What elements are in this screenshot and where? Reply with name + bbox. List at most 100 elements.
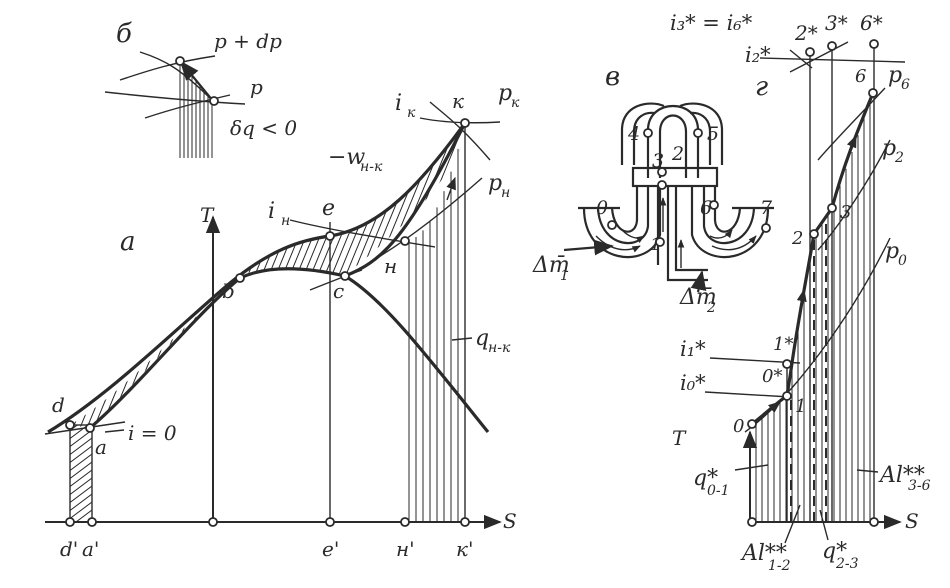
label-dm1-sub: 1 <box>560 268 569 284</box>
leader-al36 <box>856 469 879 473</box>
label-p2-sub: 2 <box>894 150 904 166</box>
node-3 <box>657 180 667 190</box>
g-point-3star <box>827 41 837 51</box>
panel-letter-g: г <box>755 72 768 102</box>
leader-q <box>451 337 473 341</box>
g-arrow-2 <box>796 288 807 311</box>
qnk-vertical-hatch <box>408 148 459 522</box>
panel-letter-a: а <box>120 227 136 257</box>
label-i0: i₀* <box>680 371 706 395</box>
panel-letter-b: б <box>116 19 132 49</box>
g-point-2 <box>809 229 819 239</box>
label-b: b <box>222 279 235 303</box>
isobar-pk <box>419 117 501 124</box>
tick-label-a: a' <box>82 537 99 561</box>
label-i0: i = 0 <box>128 421 177 445</box>
leader-i0 <box>104 429 125 433</box>
panel-g: г T S i₃* = i₆* i₂* 2* 3* 6* 6 p 6 p 2 p… <box>670 11 931 574</box>
label-i-k: i <box>395 91 402 116</box>
label-p2: p <box>882 136 896 161</box>
label-al12: Al** <box>740 541 787 566</box>
label-i-n-sub: н <box>281 213 290 229</box>
g-point-6 <box>868 88 878 98</box>
label-point-1star: 1* <box>773 334 793 355</box>
isenthalp-b <box>139 51 216 104</box>
g-point-1s <box>782 359 792 369</box>
process-arrow-b <box>179 60 214 102</box>
g-arrow-1 <box>767 401 781 414</box>
node-label-2: 2 <box>671 143 684 165</box>
label-q23: q* <box>822 539 847 564</box>
isobar-c <box>309 269 363 291</box>
label-6star: 6* <box>860 11 883 35</box>
g-axis-label-s: S <box>905 509 919 533</box>
isobar-p2 <box>817 139 891 251</box>
isobar-p0 <box>744 237 891 433</box>
isobar-d <box>44 421 126 435</box>
label-q23-sub: 2-3 <box>835 556 859 572</box>
label-e: e <box>322 196 335 221</box>
point-b <box>235 273 245 283</box>
panel-b-hatch <box>179 62 213 158</box>
label-p-n: p <box>488 171 502 196</box>
label-i3-i6: i₃* = i₆* <box>670 11 753 35</box>
tick-point-e <box>325 517 335 527</box>
label-point-0star: 0* <box>762 366 782 387</box>
node-0 <box>607 220 617 230</box>
label-p0: p <box>885 239 899 264</box>
isobar-p <box>104 91 246 105</box>
line-b-lower <box>144 94 231 119</box>
label-3star: 3* <box>825 11 848 35</box>
axis-label-t: T <box>200 203 215 227</box>
label-i2: i₂* <box>745 43 771 67</box>
point-c <box>340 271 350 281</box>
label-dm2: Δm̄ <box>679 285 717 310</box>
g-arrow-3 <box>846 134 857 151</box>
isobar-top <box>789 41 849 73</box>
g-axis-label-t: T <box>672 426 687 450</box>
label-point-6: 6 <box>855 66 866 87</box>
label-point-0: 0 <box>733 416 744 437</box>
upper-curve <box>47 122 467 434</box>
label-point-2: 2 <box>791 228 803 249</box>
g-origin <box>747 517 757 527</box>
label-w-sub: н-к <box>360 159 383 175</box>
panel-v: в <box>532 62 774 316</box>
lower-curve <box>88 122 467 430</box>
saturation-curve <box>344 274 490 434</box>
label-i-n: i <box>268 199 275 224</box>
node-label-4: 4 <box>627 123 640 145</box>
tick-point-n <box>400 517 410 527</box>
flow-arrow-k <box>446 176 456 201</box>
label-p-b: p <box>250 75 263 99</box>
panel-a: а T S d a b c e н к d' a' e' н' к' i = 0… <box>44 81 520 561</box>
node-2 <box>657 167 667 177</box>
node-label-6: 6 <box>700 197 712 219</box>
label-al12-sub: 1-2 <box>768 558 791 574</box>
leader-q23 <box>819 509 829 541</box>
point-b-lower <box>209 96 219 106</box>
label-w: −w <box>328 145 365 170</box>
isenthalp-in <box>289 219 436 248</box>
label-d: d <box>52 393 65 417</box>
label-point-3: 3 <box>840 202 851 223</box>
tick-point-d <box>65 517 75 527</box>
label-p6-sub: 6 <box>901 77 910 93</box>
panel-b: б p + dp p δq < 0 <box>104 19 297 158</box>
node-label-1: 1 <box>650 235 661 255</box>
label-i-k-sub: к <box>407 105 416 121</box>
label-p6: p <box>888 63 902 88</box>
tick-point-a <box>87 517 97 527</box>
node-label-7: 7 <box>760 197 773 219</box>
g-point-0 <box>747 419 757 429</box>
node-7 <box>761 223 771 233</box>
tick-2star <box>789 49 813 69</box>
point-a <box>85 423 95 433</box>
label-k: к <box>452 89 464 113</box>
label-p-k-sub: к <box>511 95 520 111</box>
g-point-2star <box>805 47 815 57</box>
g-point-6star <box>869 39 879 49</box>
i0-line <box>704 391 791 398</box>
isobar-p-dp <box>119 55 216 81</box>
tick-point-k <box>460 517 470 527</box>
